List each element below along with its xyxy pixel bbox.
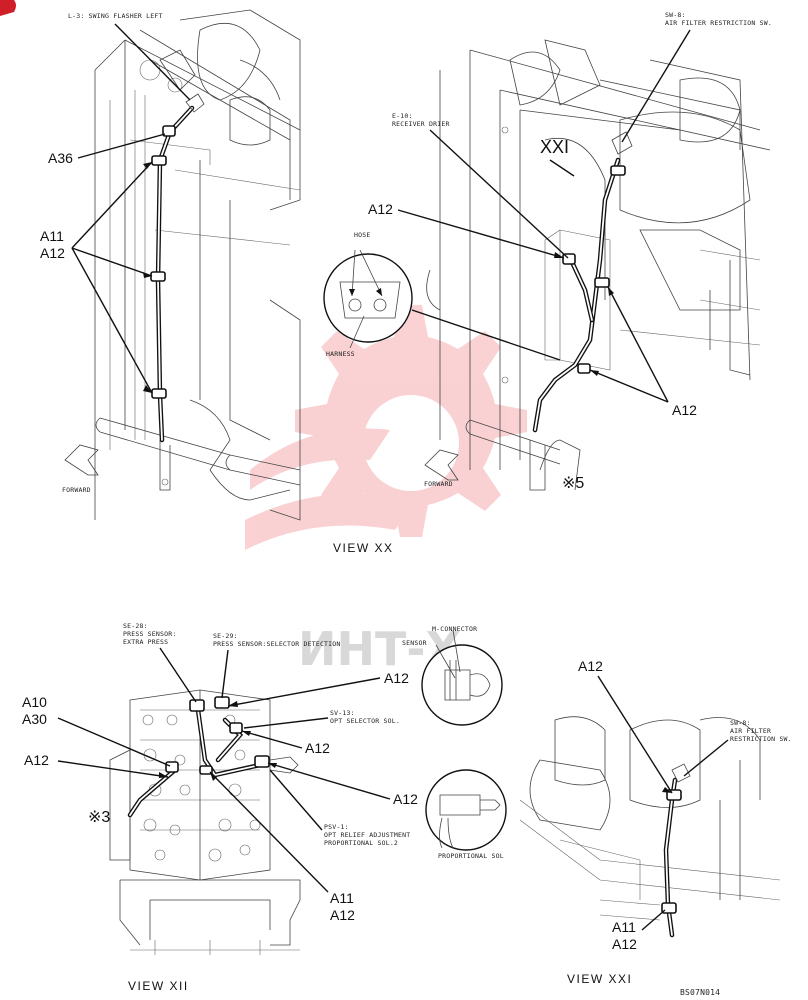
view-xii-drawing	[109, 629, 507, 955]
view-xxi-title: VIEW XXI	[567, 972, 632, 986]
se29-leader	[221, 649, 229, 699]
xxi-arrow	[549, 159, 575, 177]
se29-label: SE-29:	[213, 632, 238, 640]
a36-leader	[77, 133, 166, 159]
se28-desc1: PRESS SENSOR:	[123, 630, 176, 638]
a12-xii-right-arrowhead	[268, 763, 277, 768]
a12-xx-right-bottom-leaders	[589, 286, 669, 403]
psv1-desc2: PROPORTIONAL SOL.2	[324, 839, 398, 847]
a12-xii-top-arrowhead	[228, 701, 238, 707]
callout-a11: A11	[40, 228, 64, 244]
callout-a11-xii: A11	[330, 890, 354, 906]
a12-xii-left-arrowhead	[159, 772, 168, 778]
corner-tab	[0, 0, 16, 16]
inset-hose-label: HOSE	[354, 231, 370, 239]
callout-a10: A10	[22, 694, 47, 710]
inset-proportional-sol-label: PROPORTIONAL SOL	[438, 852, 504, 860]
se28-desc2: EXTRA PRESS	[123, 638, 168, 646]
se28-leader	[159, 647, 197, 703]
callout-a12-xx-right-top: A12	[368, 201, 393, 217]
sw8-leader	[621, 29, 691, 143]
e10-label: E-10:	[392, 112, 413, 120]
mark-5: ※5	[562, 475, 584, 492]
inset-m-connector-label: M-CONNECTOR	[432, 625, 477, 633]
sv13-leader	[243, 717, 329, 729]
callout-a30: A30	[22, 711, 47, 727]
sw8-label: SW-8:	[665, 11, 686, 19]
drawing-code: BS07N014	[680, 988, 720, 997]
callout-a12-xii-mid: A12	[305, 740, 330, 756]
a11-a12-xxi-leader	[641, 909, 666, 931]
a12-xii-top-leader	[227, 677, 381, 707]
view-xii-title: VIEW XII	[128, 979, 189, 993]
callout-a12-xii-left: A12	[24, 752, 49, 768]
a12-xii-left-leader	[57, 760, 169, 778]
sv13-desc: OPT SELECTOR SOL.	[330, 717, 400, 725]
e10-desc: RECEIVER DRIER	[392, 120, 450, 128]
a12-xx-right-top-arrowhead	[554, 252, 564, 258]
view-xxi-drawing	[519, 716, 781, 938]
xxi-sw8-desc2: RESTRICTION SW.	[730, 735, 792, 743]
xxi-sw8-label: SW-8:	[730, 719, 751, 727]
callout-a36: A36	[48, 150, 73, 166]
a12-xii-right-leader	[267, 762, 391, 800]
swing-flasher-leader	[114, 23, 191, 101]
view-xx-right-drawing	[323, 39, 771, 491]
callout-a12-xii-top: A12	[384, 670, 409, 686]
section-mark-xxi: XXI	[540, 137, 569, 157]
inset-harness-label: HARNESS	[326, 350, 355, 358]
a10-a30-leader	[57, 717, 171, 767]
callout-a12: A12	[40, 245, 65, 261]
a11-a12-leaders	[71, 161, 153, 394]
se28-label: SE-28:	[123, 622, 148, 630]
sv13-label: SV-13:	[330, 709, 355, 717]
forward-label-xx-right: FORWARD	[424, 480, 453, 488]
a12-xii-mid-leader	[241, 730, 303, 749]
psv1-leader	[269, 769, 323, 831]
watermark-gear-logo	[245, 305, 527, 550]
psv1-desc1: OPT RELIEF ADJUSTMENT	[324, 831, 410, 839]
a12-xxi-leader	[597, 675, 673, 794]
inset-sensor-label: SENSOR	[402, 639, 427, 647]
view-xx-drawing	[64, 9, 301, 521]
callout-a12-xii-right: A12	[393, 791, 418, 807]
callout-a11-xxi: A11	[612, 919, 636, 935]
sw8-desc: AIR FILTER RESTRICTION SW.	[665, 19, 772, 27]
a12-xx-right-top-leader	[397, 209, 565, 259]
a12-xii-mid-arrowhead	[242, 731, 251, 736]
callout-a12-xxi-bottom: A12	[612, 936, 637, 952]
e10-leader	[429, 129, 569, 259]
xxi-sw8-desc1: AIR FILTER	[730, 727, 771, 735]
callout-a12-xxi: A12	[578, 658, 603, 674]
callout-a12-xii-bottom: A12	[330, 907, 355, 923]
mark-3: ※3	[88, 809, 110, 826]
view-xx-title: VIEW XX	[333, 541, 394, 555]
a11-a12-xii-leader	[209, 771, 329, 893]
xxi-sw8-leader	[683, 739, 729, 777]
forward-label-xx: FORWARD	[62, 486, 91, 494]
a12-xxi-arrowhead	[662, 787, 672, 793]
se29-desc: PRESS SENSOR:SELECTOR DETECTION	[213, 640, 341, 648]
callout-a12-xx-right-bottom: A12	[672, 402, 697, 418]
a11-a12-xii-arrowhead	[210, 772, 217, 781]
psv1-label: PSV-1:	[324, 823, 349, 831]
swing-flasher-label: L-3: SWING FLASHER LEFT	[68, 12, 163, 20]
